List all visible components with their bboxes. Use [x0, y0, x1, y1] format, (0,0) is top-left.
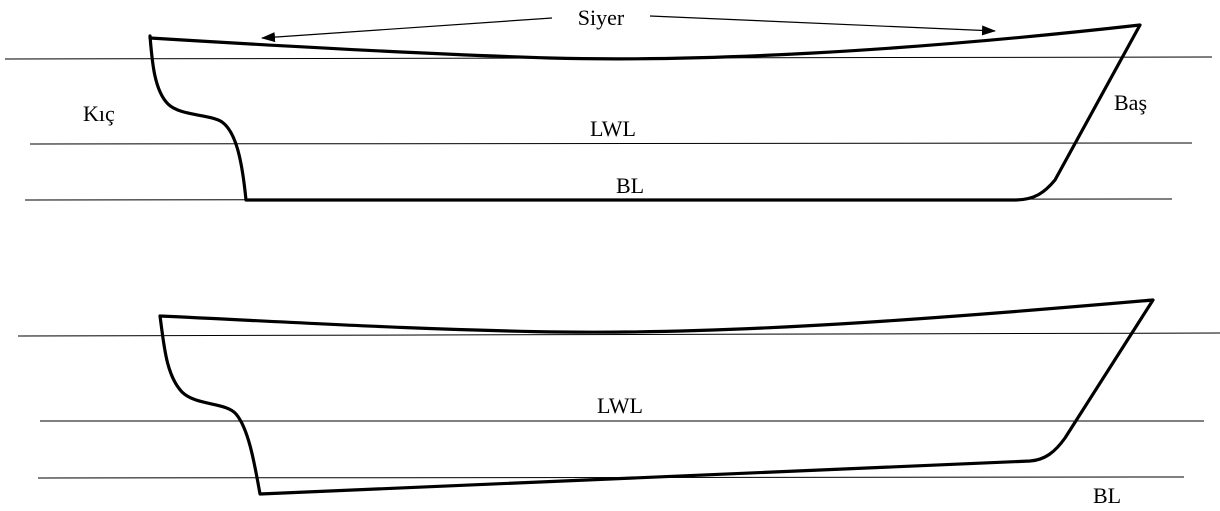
top-waterline-label: LWL	[590, 116, 636, 141]
top-baseline-label: BL	[616, 173, 644, 198]
sheer-arrow-left	[261, 17, 553, 43]
top-waterline	[29, 142, 1193, 145]
top-hull-diagram: Siyer Kıç Baş LWL BL	[4, 5, 1213, 202]
bottom-baseline-label: BL	[1093, 483, 1121, 508]
sheer-arrow-right	[649, 15, 996, 36]
bow-label: Baş	[1114, 90, 1147, 115]
bottom-hull-outline	[158, 298, 1155, 496]
top-hull-outline	[148, 23, 1142, 202]
bottom-hull-diagram: LWL BL	[17, 298, 1220, 508]
bottom-waterline-label: LWL	[597, 393, 643, 418]
stern-label: Kıç	[83, 101, 115, 126]
sheer-label: Siyer	[578, 5, 625, 30]
bottom-deck-reference-line	[17, 332, 1220, 337]
